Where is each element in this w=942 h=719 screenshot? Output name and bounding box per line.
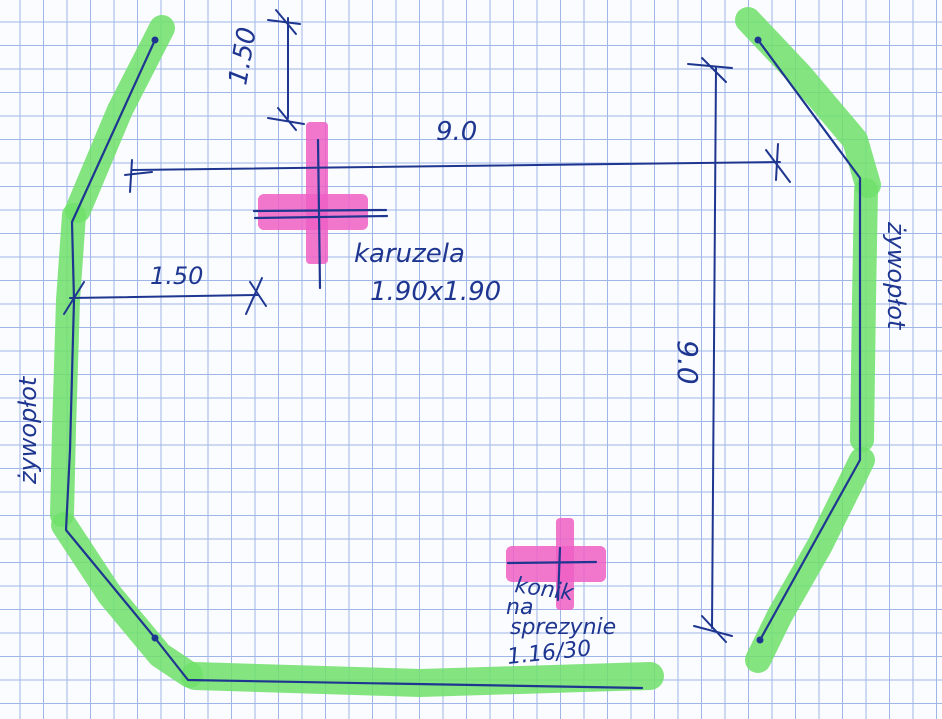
dimension-left-small (63, 277, 267, 315)
dim-height-label: 9.0 (671, 340, 704, 385)
dimension-top-small (267, 9, 305, 131)
konik-marker (506, 518, 606, 610)
karuzela-size: 1.90x1.90 (370, 277, 501, 307)
konik-line3: sprezynie (510, 615, 616, 640)
dimension-width (124, 143, 791, 193)
fence-left-label: żywopłot (14, 375, 42, 485)
karuzela-title: karuzela (354, 239, 465, 269)
konik-line2: na (506, 595, 533, 620)
hedge-highlights (50, 7, 881, 697)
boundary-lines (64, 36, 862, 690)
fence-right-label: żywopłot (882, 221, 910, 331)
dim-width-label: 9.0 (436, 117, 477, 147)
dim-left-small-label: 1.50 (150, 262, 203, 290)
dimension-height (687, 57, 733, 643)
karuzela-marker (252, 122, 389, 290)
dim-top-small-label: 1.50 (223, 25, 263, 87)
